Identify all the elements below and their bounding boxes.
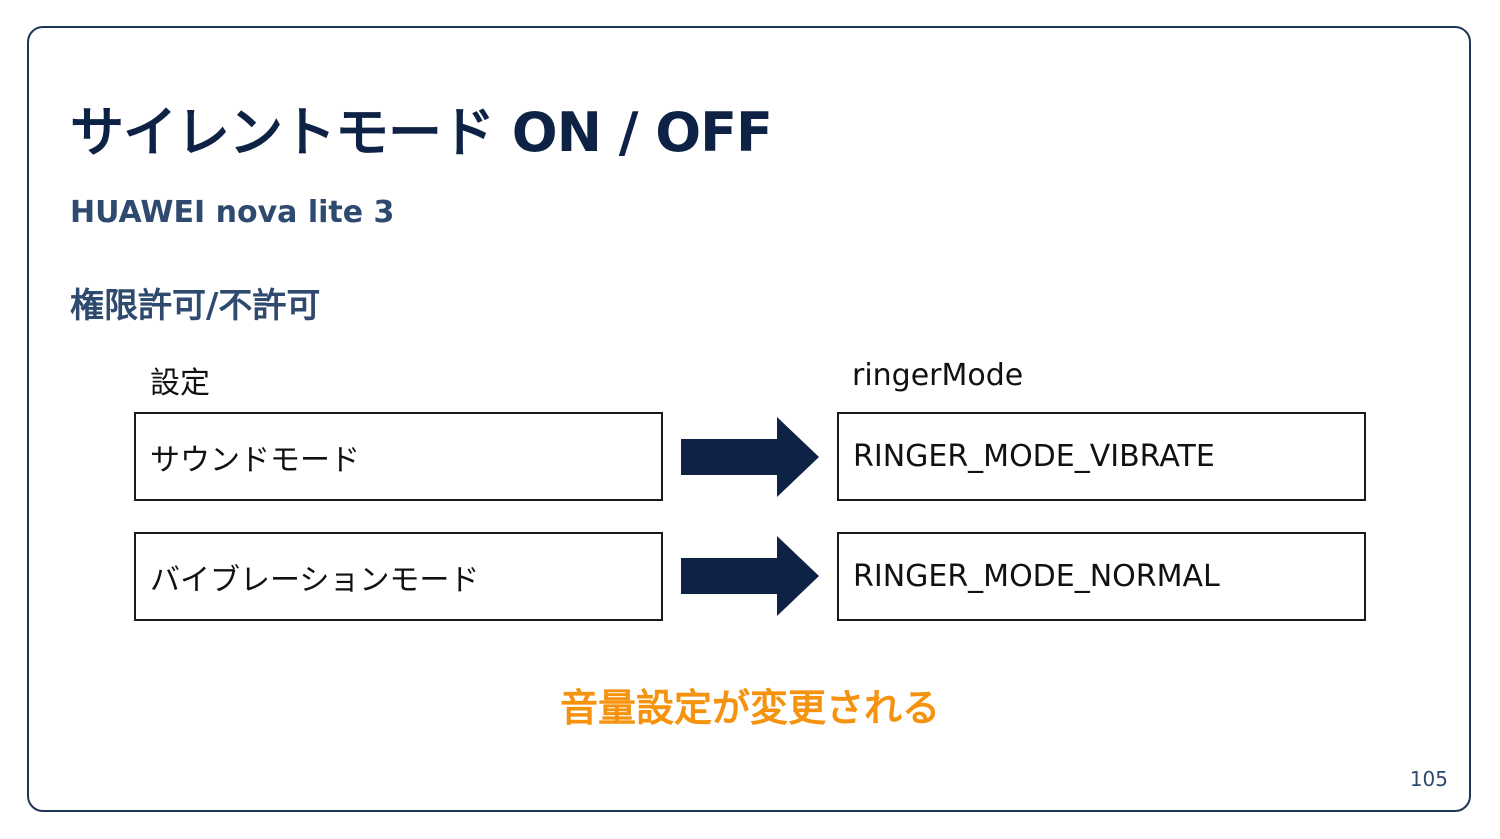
setting-box-sound-mode: サウンドモード <box>134 412 663 501</box>
volume-change-note: 音量設定が変更される <box>559 686 940 730</box>
device-subtitle: HUAWEI nova lite 3 <box>70 195 395 230</box>
ringermode-column-header: ringerMode <box>852 358 1024 393</box>
setting-box-vibration-mode: バイブレーションモード <box>134 532 663 621</box>
right-arrow-icon <box>681 417 819 497</box>
ringer-mode-box-vibrate: RINGER_MODE_VIBRATE <box>837 412 1366 501</box>
right-arrow-icon <box>681 536 819 616</box>
ringer-mode-box-normal: RINGER_MODE_NORMAL <box>837 532 1366 621</box>
section-heading: 権限許可/不許可 <box>70 286 321 326</box>
page-number: 105 <box>1409 767 1448 791</box>
settings-column-header: 設定 <box>150 366 210 401</box>
slide-title: サイレントモード ON / OFF <box>70 101 773 164</box>
